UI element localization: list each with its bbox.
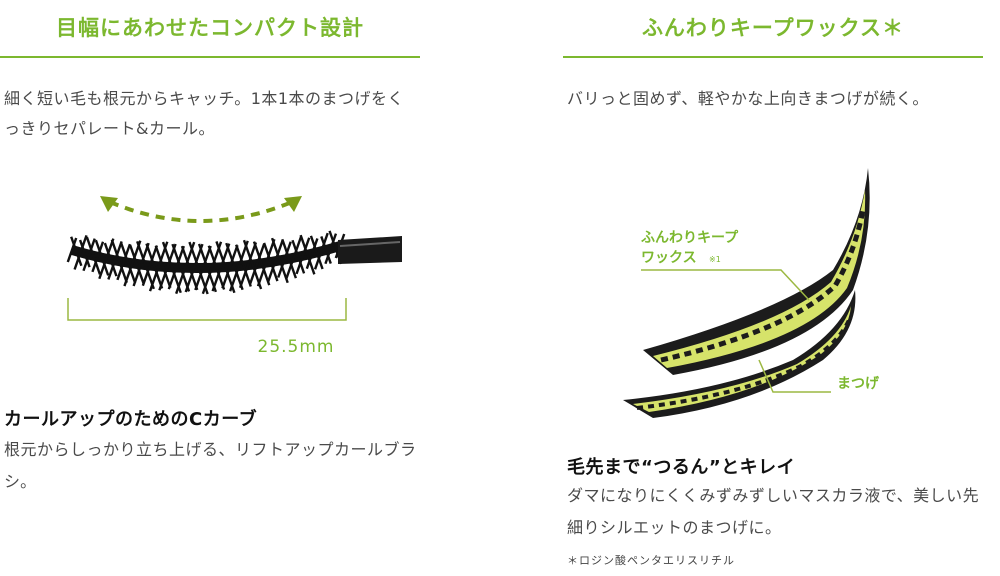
sub-description: ダマになりにくくみずみずしいマスカラ液で、美しい先細りシルエットのまつげに。 xyxy=(567,486,980,537)
sub-title: 毛先まで“つるん”とキレイ xyxy=(567,457,796,478)
sub-description: 根元からしっかり立ち上げる、リフトアップカールブラシ。 xyxy=(4,440,417,491)
section-heading: ふんわりキープワックス＊ xyxy=(641,16,905,40)
wax-label-line1: ふんわりキープ xyxy=(641,230,739,246)
mascara-brush-icon: 25.5mm xyxy=(66,196,402,357)
heading-divider xyxy=(563,56,983,58)
section-description: バリっと固めず、軽やかな上向きまつげが続く。 xyxy=(567,89,929,108)
wax-label-line2: ワックス xyxy=(641,250,697,266)
curved-arrow-icon xyxy=(109,200,293,223)
section-heading: 目幅にあわせたコンパクト設計 xyxy=(56,16,364,40)
heading-divider xyxy=(0,56,420,58)
sub-title: カールアップのためのCカーブ xyxy=(4,409,258,430)
lash-wax-diagram-icon: ふんわりキープ ワックス ※1 まつげ xyxy=(603,168,880,420)
wax-label-note: ※1 xyxy=(709,255,721,264)
section-description: 細く短い毛も根元からキャッチ。1本1本のまつげをくっきりセパレート&カール。 xyxy=(4,89,405,138)
footnote: ＊ロジン酸ペンタエリスリチル xyxy=(567,554,735,567)
lash-label: まつげ xyxy=(837,376,880,392)
measure-label: 25.5mm xyxy=(258,337,335,357)
